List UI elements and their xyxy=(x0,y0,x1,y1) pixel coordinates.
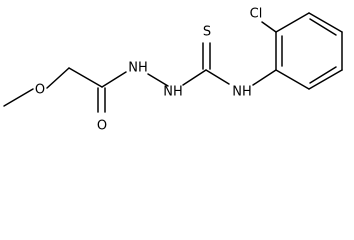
chemical-structure: O O NH NH S NH Cl xyxy=(3,7,343,134)
bond-nh-ring xyxy=(252,69,277,86)
thioamide-nh-label: NH xyxy=(232,85,252,100)
chlorine-label: Cl xyxy=(250,7,263,22)
hydrazide-nh-1-label: NH xyxy=(128,61,148,76)
bond-methyl-oxygen xyxy=(3,88,34,107)
bond-carbonyl-nh xyxy=(101,71,127,88)
bond-nh-thiocarbonyl xyxy=(182,69,207,86)
ring-bond-2 xyxy=(275,12,310,33)
bond-methylene-carbonyl xyxy=(68,67,103,88)
hydrazide-nh-2-label: NH xyxy=(163,85,183,100)
ring-inner-bond-3 xyxy=(309,66,337,84)
ring-bond-5 xyxy=(308,69,343,90)
ring-inner-bond-2 xyxy=(309,18,337,36)
thiocarbonyl-sulfur-label: S xyxy=(203,25,211,40)
bond-ring-chlorine xyxy=(261,21,277,33)
bond-oxygen-methylene xyxy=(46,67,70,89)
bond-nh-nh xyxy=(147,73,169,87)
bond-thiocarbonyl-nh xyxy=(205,69,230,85)
carbonyl-oxygen-label: O xyxy=(97,119,107,134)
ring-bond-3 xyxy=(308,12,343,33)
methoxy-oxygen-label: O xyxy=(35,83,45,98)
ring-bond-6 xyxy=(275,69,310,90)
